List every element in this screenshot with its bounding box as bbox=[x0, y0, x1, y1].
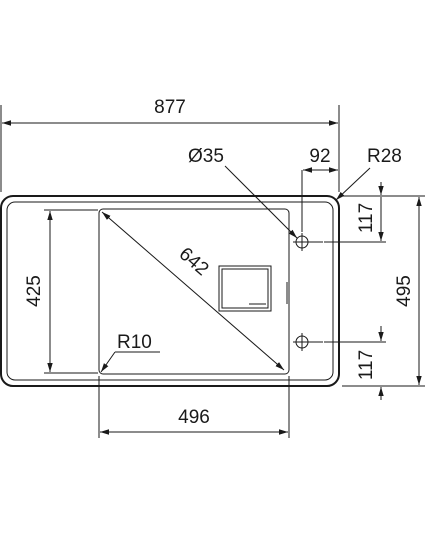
dimension-tap-offset: 92 bbox=[301, 146, 338, 232]
label-642: 642 bbox=[175, 244, 213, 281]
label-r10: R10 bbox=[117, 332, 152, 353]
dimension-tap-spacing-bottom: 117 bbox=[324, 326, 386, 400]
dimension-bowl-width: 496 bbox=[98, 376, 290, 438]
dimension-overall-depth: 495 bbox=[342, 195, 425, 387]
bowl bbox=[98, 208, 290, 375]
dimension-tap-spacing-top: 117 bbox=[324, 182, 386, 243]
leader-r28 bbox=[335, 167, 371, 201]
label-496: 496 bbox=[178, 407, 210, 428]
tap-hole-bottom bbox=[293, 333, 323, 351]
drain-box bbox=[218, 265, 272, 312]
label-r28: R28 bbox=[367, 146, 402, 167]
dimension-tap-diameter: Ø35 bbox=[188, 146, 298, 239]
drain-box-inner bbox=[221, 268, 269, 309]
sink-outer-edge bbox=[0, 195, 340, 387]
sink-outline bbox=[0, 195, 340, 387]
label-425: 425 bbox=[24, 275, 45, 307]
dimension-bowl-radius: R10 bbox=[100, 332, 160, 373]
label-92: 92 bbox=[309, 146, 330, 167]
label-877: 877 bbox=[154, 97, 186, 118]
leader-diameter bbox=[224, 165, 298, 239]
label-117-top: 117 bbox=[356, 203, 377, 233]
sink-inner-edge bbox=[6, 201, 334, 381]
label-117-bottom: 117 bbox=[356, 350, 377, 380]
dimension-overall-width: 877 bbox=[0, 97, 340, 192]
dimension-outer-radius: R28 bbox=[335, 146, 402, 201]
dimension-line-642 bbox=[101, 211, 285, 371]
tap-hole-top bbox=[293, 233, 323, 251]
bowl-outline bbox=[98, 208, 290, 375]
label-diameter: Ø35 bbox=[188, 146, 224, 167]
label-495: 495 bbox=[394, 275, 415, 307]
leader-r10-angled bbox=[100, 351, 116, 373]
dimension-bowl-height: 425 bbox=[24, 209, 98, 374]
